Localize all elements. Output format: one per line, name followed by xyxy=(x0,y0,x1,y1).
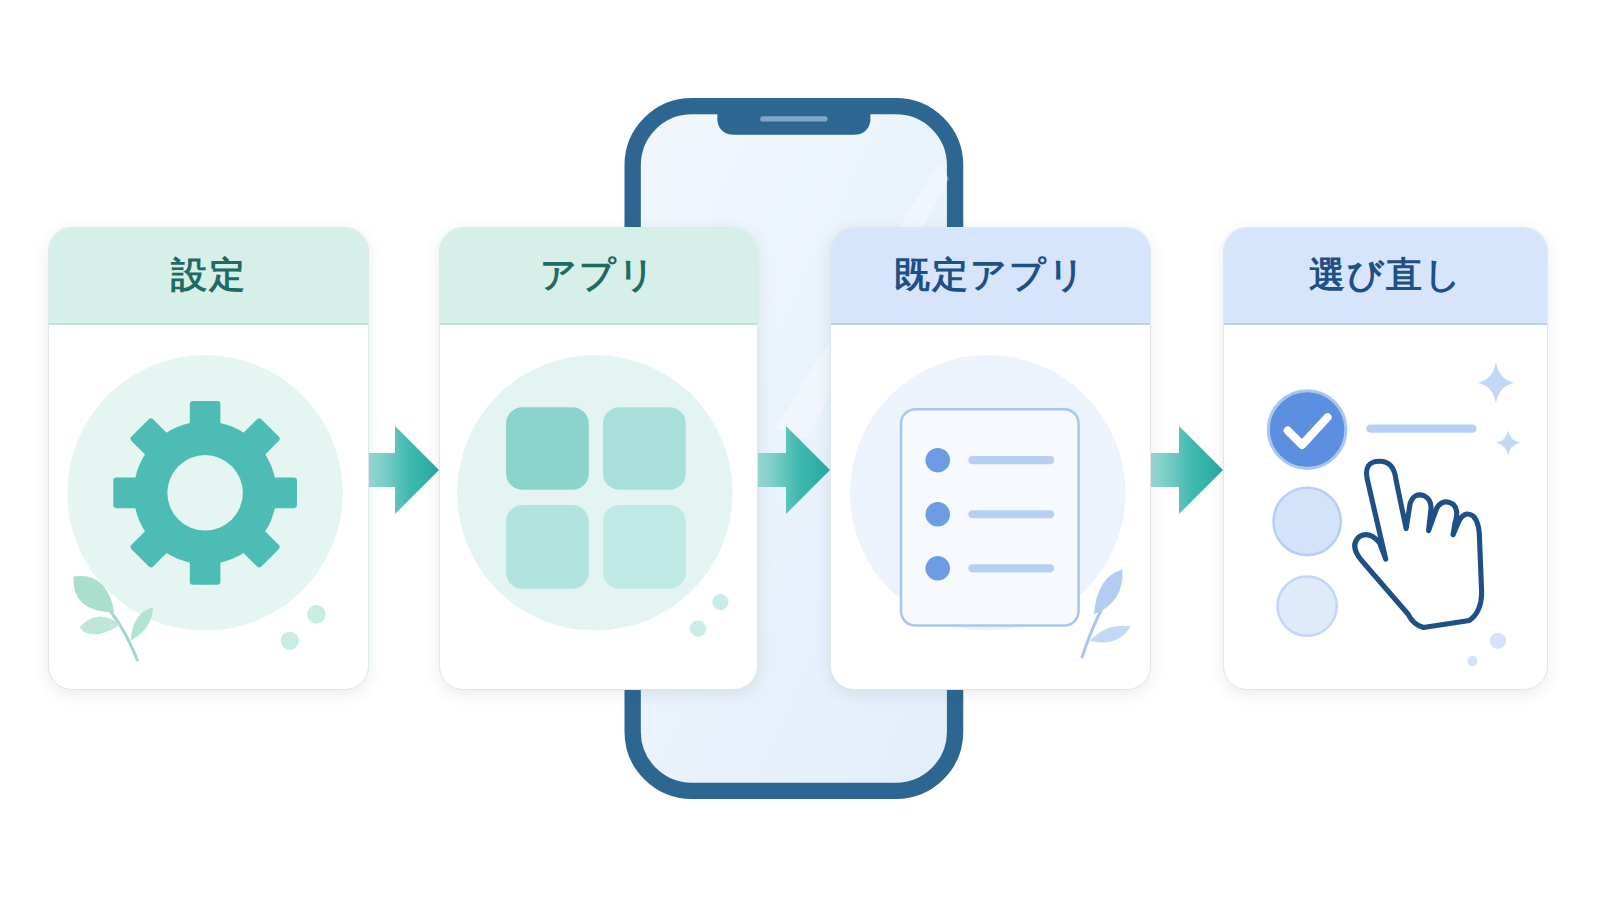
card-header: 設定 xyxy=(49,228,368,325)
step-title: 選び直し xyxy=(1309,251,1463,300)
card-header: アプリ xyxy=(440,228,757,325)
apps-icon xyxy=(457,355,733,637)
reselect-icon xyxy=(1268,362,1520,666)
default-list-icon xyxy=(850,355,1131,658)
settings-icon xyxy=(67,355,343,661)
card-header: 選び直し xyxy=(1224,228,1547,325)
flow-arrow xyxy=(754,426,830,514)
flow-arrow xyxy=(1147,426,1223,514)
phone-notch xyxy=(717,110,870,134)
flow-arrow xyxy=(365,426,439,514)
step-title: 設定 xyxy=(171,251,247,300)
phone-speaker xyxy=(760,116,827,121)
step-title: アプリ xyxy=(540,251,657,300)
step-title: 既定アプリ xyxy=(894,251,1087,300)
step-card: 選び直し xyxy=(1223,227,1548,690)
card-header: 既定アプリ xyxy=(831,228,1150,325)
